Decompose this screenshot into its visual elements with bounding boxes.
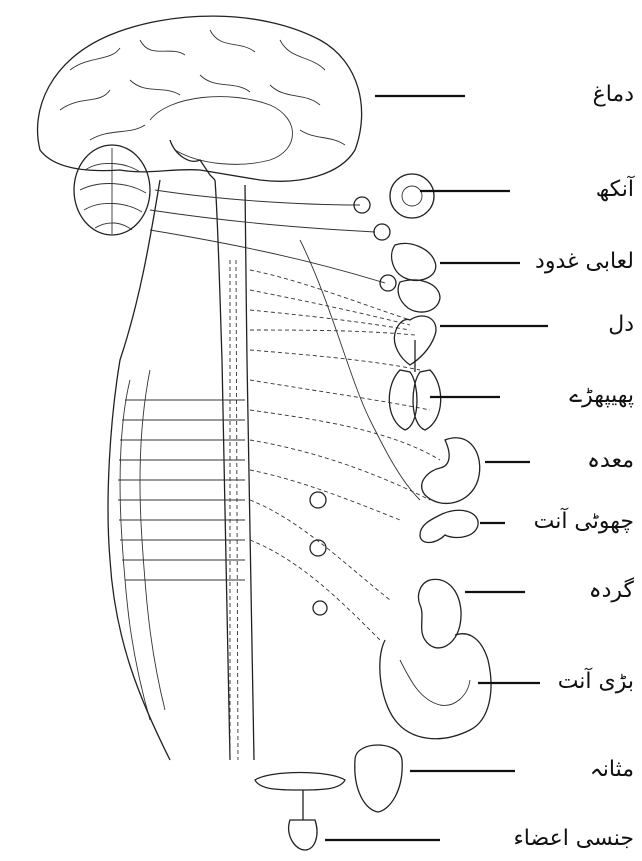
kidney-drawing	[418, 579, 461, 648]
spinal-cord-drawing	[215, 180, 254, 760]
label-genitals: جنسی اعضاء	[513, 828, 634, 850]
organ-ganglia	[310, 197, 396, 615]
autonomic-fibers	[150, 190, 440, 640]
label-stomach: معدہ	[587, 450, 634, 472]
label-salivary-glands: لعابی غدود	[535, 251, 634, 273]
label-small-intestine: چھوٹی آنت	[534, 511, 634, 533]
label-brain: دماغ	[593, 84, 634, 106]
label-eye: آنکھ	[596, 179, 634, 201]
label-lungs: پھیپھڑے	[569, 385, 634, 407]
body-outline	[108, 180, 170, 760]
eye-drawing	[390, 174, 434, 218]
lungs-drawing	[389, 340, 440, 430]
label-heart: دل	[608, 314, 634, 336]
label-large-intestine: بڑی آنت	[558, 671, 634, 693]
large-intestine-drawing	[380, 634, 491, 739]
stomach-drawing	[422, 438, 480, 504]
cerebellum-drawing	[74, 145, 150, 235]
label-bladder: مثانہ	[590, 759, 634, 781]
leader-lines	[325, 96, 548, 840]
salivary-gland-drawing	[392, 244, 436, 281]
small-intestine-drawing	[420, 510, 478, 542]
salivary-gland-2-drawing	[398, 280, 440, 312]
label-kidney: گردہ	[589, 580, 634, 602]
genitals-drawing	[255, 773, 345, 851]
bladder-drawing	[355, 745, 402, 812]
ganglion-chain	[120, 370, 165, 720]
